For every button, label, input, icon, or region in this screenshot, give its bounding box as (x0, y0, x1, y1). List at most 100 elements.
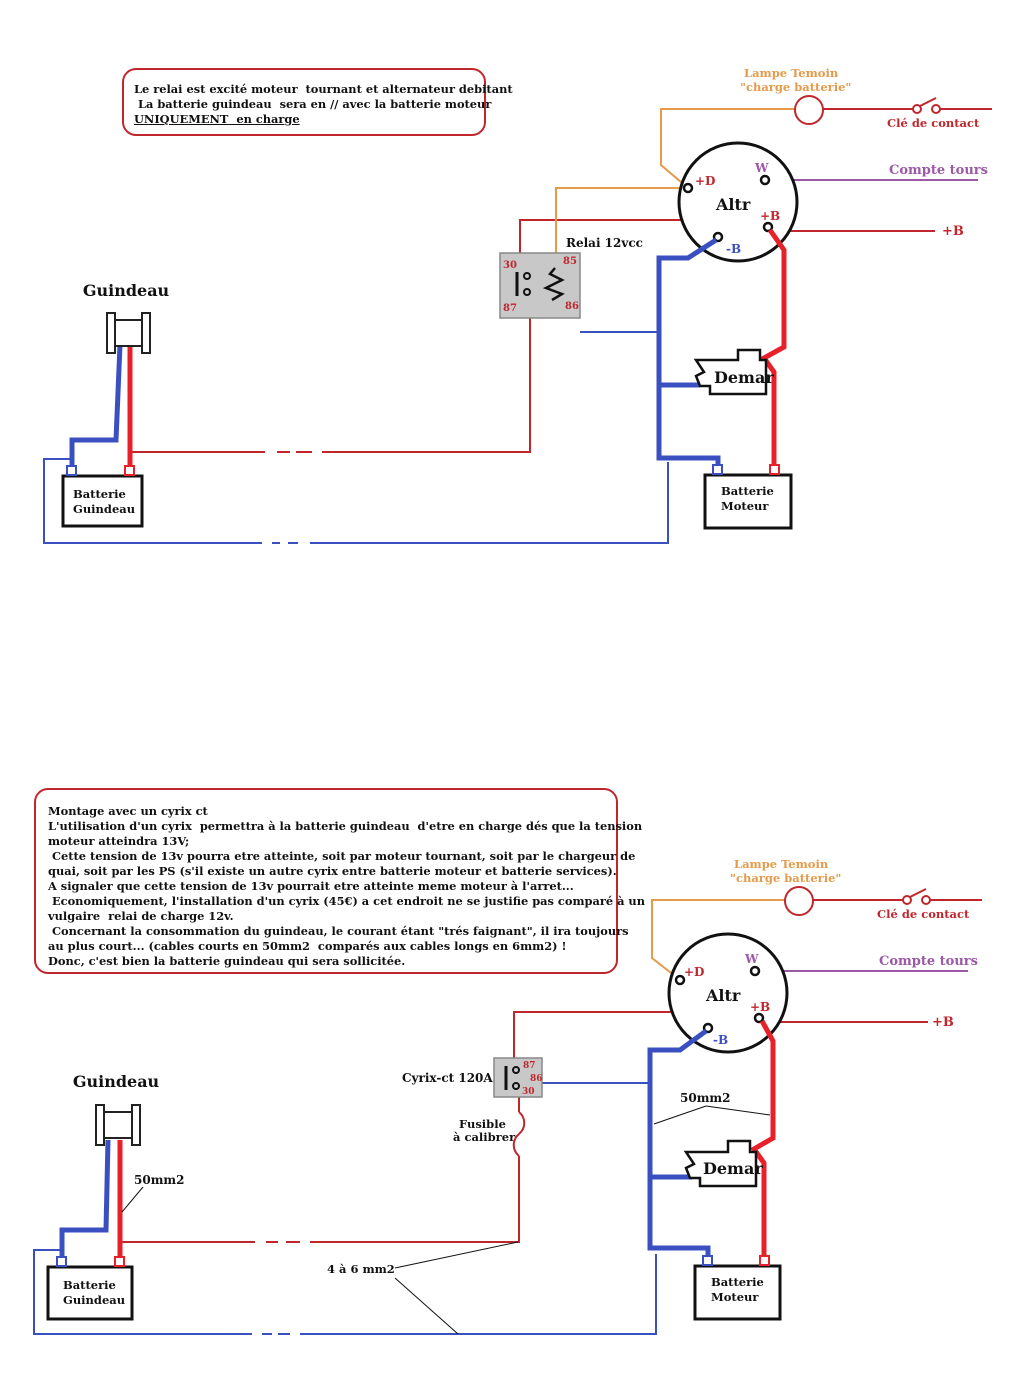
bottom-term-b-label: +B (750, 1000, 770, 1014)
top-negative-thin-wire-left (43, 458, 262, 544)
note-top-line-1: Le relai est excité moteur tournant et a… (134, 82, 513, 96)
top-alt-positive-cable (760, 228, 787, 470)
top-excitation-wire (555, 187, 688, 262)
bottom-cable-50-right-pointer-1 (653, 1105, 707, 1125)
bottom-guindeau-icon (95, 1104, 141, 1146)
bottom-terminal-d (674, 974, 686, 986)
bottom-lamp-label-l1: Lampe Temoin (734, 857, 829, 871)
note-bottom-line-11: Donc, c'est bien la batterie guindeau qu… (48, 954, 406, 968)
bottom-key-contact-1 (902, 895, 912, 905)
bottom-battery-guindeau-pos-terminal (114, 1256, 125, 1267)
bottom-battery-moteur (693, 1264, 782, 1321)
bottom-cable-50-right: 50mm2 (680, 1091, 730, 1105)
top-lamp-wire (660, 108, 795, 189)
bottom-battery-guindeau-neg-terminal (56, 1256, 67, 1267)
note-bottom: Montage avec un cyrix ct L'utilisation d… (34, 788, 645, 974)
top-lamp-label-l1: Lampe Temoin (744, 66, 839, 80)
bottom-compte-tours-label: Compte tours (879, 954, 978, 969)
bottom-batt-guindeau-l2: Guindeau (63, 1293, 125, 1307)
top-guindeau-label: Guindeau (83, 281, 170, 300)
top-diagram: Guindeau Batterie Guindeau 30 85 87 86 R… (43, 66, 992, 544)
bottom-cyrix-body (493, 1057, 543, 1098)
note-bottom-line-3: moteur atteindra 13V; (48, 834, 190, 848)
top-guindeau-negative-cable (69, 344, 123, 468)
bottom-alt-negative-cable (647, 1028, 711, 1261)
bottom-fuse-icon (512, 1133, 520, 1157)
bottom-cyrix-switch-icon (504, 1066, 520, 1090)
top-term-d-label: +D (695, 174, 715, 188)
top-lamp-icon (794, 95, 824, 125)
bottom-cle-label: Clé de contact (877, 907, 970, 921)
top-terminal-w (759, 174, 771, 186)
bottom-key-switch-icon (909, 888, 927, 898)
bottom-cyrix-pin-30: 30 (522, 1087, 535, 1097)
top-guindeau-icon (106, 312, 151, 354)
bottom-negative-thin-wire-left (33, 1249, 252, 1335)
top-key-switch-icon (919, 97, 937, 107)
note-bottom-line-7: Economiquement, l'installation d'un cyri… (48, 894, 645, 908)
bottom-terminal-b (753, 1012, 765, 1024)
bottom-cable-4-6-pointer (394, 1277, 459, 1335)
bottom-starter-icon (683, 1139, 758, 1188)
top-terminal-d (682, 182, 694, 194)
bottom-cyrix-title: Cyrix-ct 120A (402, 1071, 493, 1085)
top-term-w-label: W (754, 161, 769, 175)
bottom-batt-moteur-l1: Batterie (711, 1275, 764, 1289)
note-bottom-line-2: L'utilisation d'un cyrix permettra à la … (48, 819, 643, 833)
top-starter-icon (693, 348, 768, 396)
bottom-positive-to-fuse (310, 1156, 520, 1243)
top-lamp-label-l2: "charge batterie" (740, 80, 851, 94)
note-bottom-line-6: A signaler que cette tension de 13v pour… (48, 879, 574, 893)
top-batt-moteur-l1: Batterie (721, 484, 774, 498)
top-battery-moteur (703, 473, 793, 530)
top-relay-title: Relai 12vcc (566, 236, 643, 250)
bottom-cyrix-pin-87: 87 (523, 1061, 536, 1071)
bottom-terminal-minus-b (702, 1022, 714, 1034)
bottom-cable-50-left-pointer (121, 1186, 144, 1213)
top-relay-switch-icon (515, 272, 531, 296)
top-relay-body (499, 252, 581, 319)
top-batt-moteur-l2: Moteur (721, 499, 769, 513)
top-batt-guindeau-l2: Guindeau (73, 502, 135, 516)
bottom-negative-thin-wire (300, 1254, 657, 1335)
bottom-terminal-w (749, 965, 761, 977)
bottom-cable-50-left: 50mm2 (134, 1173, 184, 1187)
top-cle-label: Clé de contact (887, 116, 980, 130)
note-top: Le relai est excité moteur tournant et a… (122, 68, 513, 136)
top-terminal-b (762, 221, 774, 233)
bottom-term-w-label: W (744, 952, 759, 966)
bottom-demar-label: Demar (703, 1159, 763, 1178)
top-positive-to-relay (322, 306, 531, 453)
bottom-term-d-label: +D (684, 965, 704, 979)
note-bottom-line-4: Cette tension de 13v pourra etre atteint… (48, 849, 636, 863)
top-relay-coil-icon (542, 267, 565, 302)
top-relay-pin-86: 86 (565, 301, 579, 312)
bottom-lamp-icon (784, 886, 814, 916)
top-plus-b-out-label: +B (942, 224, 964, 239)
bottom-battery-moteur-neg-terminal (702, 1255, 713, 1266)
top-alt-negative-cable (656, 237, 721, 470)
note-bottom-line-1: Montage avec un cyrix ct (48, 804, 208, 818)
top-negative-thin-wire (310, 462, 669, 544)
note-bottom-line-9: Concernant la consommation du guindeau, … (48, 924, 629, 938)
top-relay-pin-85: 85 (563, 256, 577, 267)
top-term-b-label: +B (760, 209, 780, 223)
bottom-batt-moteur-l2: Moteur (711, 1290, 759, 1304)
bottom-plus-b-out-label: +B (932, 1015, 954, 1030)
top-relay-pin-30: 30 (503, 260, 517, 271)
bottom-lamp-label-l2: "charge batterie" (730, 871, 841, 885)
note-bottom-line-5: quai, soit par les PS (s'il existe un au… (48, 864, 617, 878)
top-compte-tours-label: Compte tours (889, 163, 988, 178)
bottom-guindeau-label: Guindeau (73, 1072, 160, 1091)
bottom-term-minus-b-label: -B (713, 1033, 728, 1047)
bottom-lamp-wire (651, 899, 785, 981)
top-battery-guindeau-pos-terminal (124, 465, 135, 476)
top-battery-guindeau-neg-terminal (66, 465, 77, 476)
top-demar-label: Demar (714, 368, 774, 387)
top-terminal-minus-b (712, 231, 724, 243)
bottom-key-contact-2 (921, 895, 931, 905)
bottom-cable-50-right-pointer-2 (705, 1105, 771, 1116)
note-bottom-line-8: vulgaire relai de charge 12v. (48, 909, 234, 923)
note-top-line-3: UNIQUEMENT en charge (134, 112, 300, 126)
